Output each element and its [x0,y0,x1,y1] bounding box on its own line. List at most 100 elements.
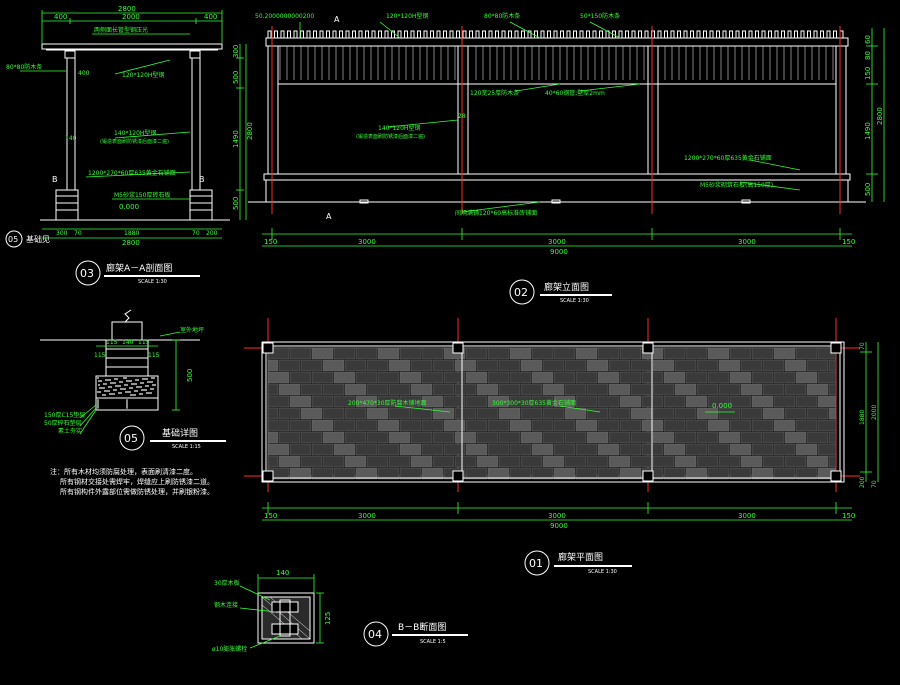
paving-tile [751,443,774,456]
elevation-dim-total: 9000 [550,248,568,256]
section-bb-callout: 钢木连接 [214,601,238,609]
paving-tile [366,359,389,372]
foundation-dim: 115 [94,352,106,359]
paving-tile [355,395,378,408]
elevation-callout: 140*120H型钢 [378,124,420,132]
roof-slat-end [534,30,538,39]
gravel-dot [97,405,99,407]
gravel-dot [131,383,133,385]
plan-callout: 200*470*30厚防腐木铺地面 [348,399,427,407]
paving-tile [619,443,642,456]
section-aa-ref-circle [5,230,23,248]
paving-tile [399,347,422,360]
paving-tile [289,347,312,360]
title-05-number: 05 [124,432,138,445]
paving-tile [586,359,609,372]
gravel-dot [99,387,101,389]
gravel-dot [115,389,117,391]
plan-post [262,342,274,354]
roof-slat-end [644,30,649,39]
roof-slat-end [443,30,447,39]
gravel-dot [98,384,100,386]
paving-tile [740,455,763,468]
title-05-name: 基础详图 [162,427,198,439]
paving-tile [773,347,796,360]
paving-tile [817,395,837,408]
paving-tile [707,443,730,456]
paving-tile [487,443,510,456]
paving-tile [729,443,752,456]
elevation-callout: 80*80防木条 [484,12,520,20]
title-04-number: 04 [368,628,382,641]
paving-tile [751,467,774,480]
gravel-dot [129,387,131,389]
paving-tile [520,407,543,420]
roof-slat-end [800,30,805,39]
section-bb-dim: 140 [276,569,289,577]
paving-tile [542,407,565,420]
paving-tile [388,407,411,420]
title-03-scale: SCALE 1:30 [138,279,167,285]
roof-slat-end [404,30,408,39]
paving-tile [806,359,829,372]
paving-tile [828,383,837,396]
section-bb-callout: ø10膨胀螺栓 [212,645,247,653]
paving-tile [289,395,312,408]
paving-tile [278,407,301,420]
roof-slat-end [625,30,629,39]
section-aa-dim: 2000 [122,13,140,21]
paving-tile [289,467,312,480]
gravel-dot [100,380,102,382]
plan-dims [262,342,879,521]
paving-tile [564,431,587,444]
paving-tile [344,407,367,420]
paving-tile [388,455,411,468]
paving-tile [575,443,598,456]
roof-slat-end [540,30,545,39]
paving-tile [300,383,323,396]
gravel-dot [118,392,120,394]
section-aa-callout: 140*120H型钢 [114,129,156,137]
foundation-footing [95,375,159,411]
gravel-dot [128,380,130,382]
gravel-dot [143,389,145,391]
title-04-circle [363,621,389,647]
elevation-callout: 50.2000000000200 [255,13,314,20]
gravel-dot [114,378,116,380]
roof-slat-end [391,30,395,39]
gravel-dot [120,392,122,394]
paving-tile [729,395,752,408]
paving-tile [542,383,565,396]
roof-slat-end [313,30,317,39]
gravel-dot [97,407,99,409]
paving-tile [377,467,400,480]
gravel-dot [126,407,128,409]
plan-dim-total: 9000 [550,522,568,530]
paving-tile [410,455,433,468]
gravel-dot [145,385,147,387]
paving-tile [828,431,837,444]
paving-tile [333,395,356,408]
foundation-dim: 140 [122,339,134,346]
paving-tile [630,383,653,396]
paving-tile [410,431,433,444]
gravel-dot [136,390,138,392]
plan [261,341,845,483]
gravel-dot [126,406,128,408]
gravel-dot [123,377,125,379]
paving-tile [751,347,774,360]
roof-slat-end [436,30,441,39]
gravel-dot [130,380,132,382]
gravel-dot [131,387,133,389]
plan-outline [261,341,845,483]
elevation-dims [262,21,885,247]
roof-slat-end [469,30,473,39]
paving-tile [718,383,741,396]
title-02-circle [509,279,535,305]
paving-tile [509,371,532,384]
paving-tile [289,371,312,384]
paving-tile [795,467,818,480]
section-aa-callout: 400 [78,70,90,77]
gravel-dot [151,381,153,383]
foundation-text: 室外地坪 115 115 140 115 115 500 150厚C15垫层 5… [44,326,204,435]
